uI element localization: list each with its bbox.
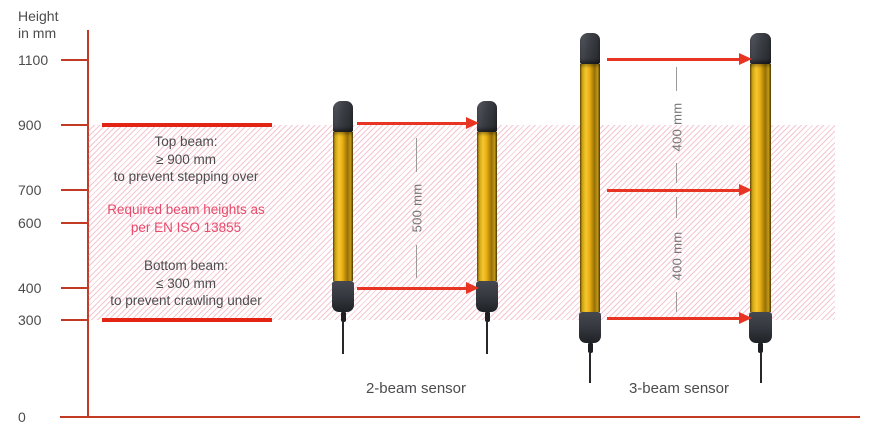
tower-cable [759,353,762,383]
two-beam-sensor-caption: 2-beam sensor [365,380,467,397]
dim-line-segment [676,67,677,91]
tick-label: 1100 [18,52,49,68]
top-beam-note-line3: to prevent stepping over [113,169,259,184]
three-beam-upper-spacing-label: 400 mm [669,102,685,152]
tower-top-cap [580,33,600,64]
two-beam-spacing-label: 500 mm [409,183,425,233]
tick-label: 400 [18,280,42,296]
arrow-head [739,184,752,196]
tower-bottom-cap [579,312,601,343]
arrow-head [739,312,752,324]
two-beam-sensor-right-tower-icon [476,101,498,354]
tower-cable-connector [587,343,593,353]
axis-title: Height in mm [18,8,58,42]
arrow-shaft [357,287,468,290]
tower-bottom-cap [332,281,354,312]
arrow-shaft [607,189,741,192]
tower-bottom-cap [749,312,772,343]
tick-mark [61,287,88,289]
tower-body [580,64,600,312]
tower-top-cap [333,101,353,132]
top-beam-note-line1: Top beam: [154,134,218,149]
tick-label: 900 [18,117,42,133]
arrow-shaft [607,58,741,61]
three-beam-lower-spacing-label: 400 mm [669,231,685,281]
dim-line-segment [676,163,677,183]
tower-top-cap [477,101,497,132]
requirement-note-line2: per EN ISO 13855 [130,219,242,235]
tick-mark [61,59,88,61]
dim-line-segment [416,245,417,278]
tick-label: 300 [18,312,42,328]
dim-line-segment [676,197,677,218]
requirement-note-line1: Required beam heights as [107,202,265,217]
tower-bottom-cap [476,281,498,312]
line-300mm [102,318,272,322]
top-beam-note: Top beam: ≥ 900 mm to prevent stepping o… [96,133,276,186]
tower-top-cap [750,33,771,64]
three-beam-sensor-left-tower-icon [579,33,601,383]
dim-line-segment [416,138,417,172]
tower-cable [342,322,344,354]
tick-mark [61,124,88,126]
arrow-head [466,282,479,294]
top-beam-note-line2: ≥ 900 mm [156,151,216,167]
x-axis-line [60,416,860,418]
tower-cable-connector [484,312,490,322]
arrow-shaft [357,122,468,125]
tower-body [477,132,497,281]
tower-cable-connector [758,343,763,353]
tower-cable [589,353,591,383]
tower-cable [486,322,488,354]
tower-body [750,64,771,312]
requirement-note: Required beam heights as per EN ISO 1385… [96,201,276,236]
dim-line-segment [676,292,677,312]
tick-mark [61,189,88,191]
tower-cable-connector [340,312,346,322]
arrow-shaft [607,317,741,320]
axis-title-line2: in mm [18,25,57,41]
tower-body [333,132,353,281]
bottom-beam-note-line3: to prevent crawling under [110,293,262,308]
tick-label: 600 [18,215,42,231]
bottom-beam-note-line1: Bottom beam: [143,258,229,273]
line-900mm [102,123,272,127]
two-beam-sensor-left-tower-icon [332,101,354,354]
tick-mark [61,222,88,224]
axis-title-line1: Height [18,8,59,24]
arrow-head [466,117,479,129]
bottom-beam-note-line2: ≤ 300 mm [156,275,216,291]
y-axis-line [87,30,89,417]
tick-mark [61,319,88,321]
bottom-beam-note: Bottom beam: ≤ 300 mm to prevent crawlin… [96,257,276,310]
arrow-head [739,53,752,65]
tick-label: 0 [18,409,26,425]
tick-label: 700 [18,182,42,198]
three-beam-sensor-caption: 3-beam sensor [628,380,730,397]
three-beam-sensor-right-tower-icon [749,33,772,383]
